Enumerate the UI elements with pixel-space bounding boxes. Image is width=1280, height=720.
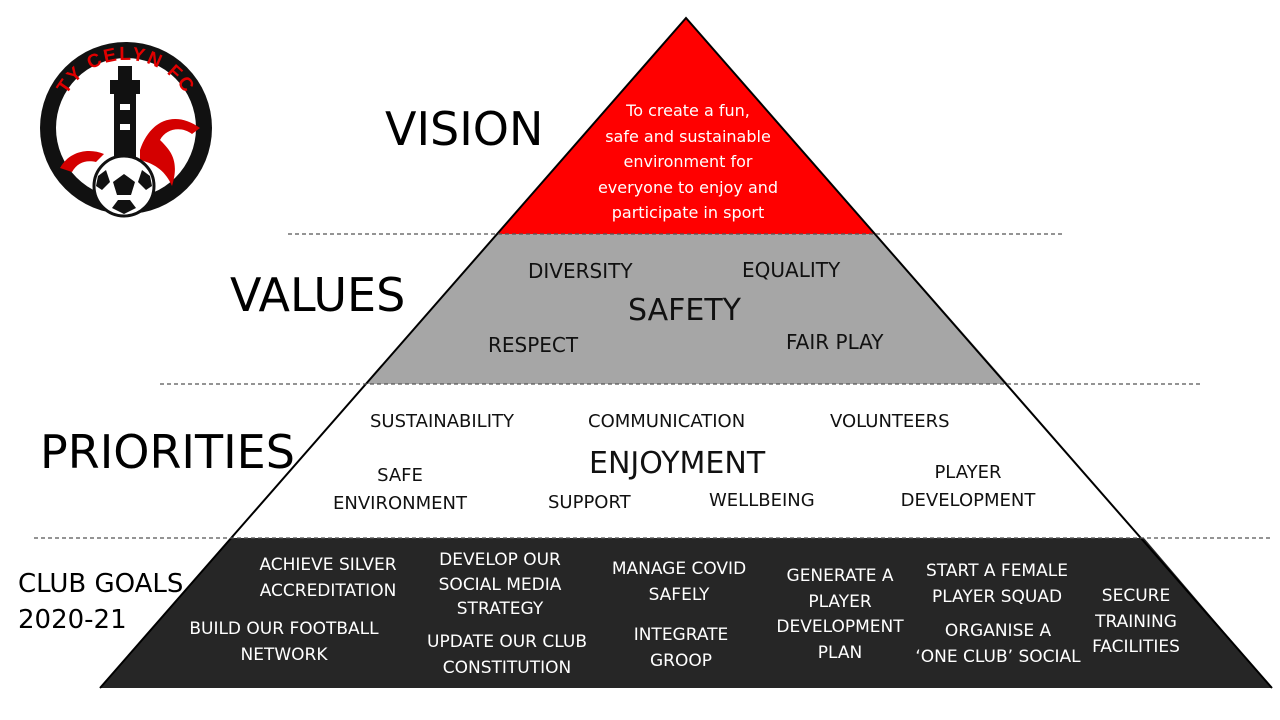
goal-line: STRATEGY — [456, 599, 544, 620]
club-goals-year: 2020-21 — [18, 605, 127, 636]
value-equality: EQUALITY — [742, 258, 841, 282]
goal-line: ‘ONE CLUB’ SOCIAL — [915, 646, 1081, 667]
goal-female-squad: START A FEMALE PLAYER SQUAD — [920, 559, 1074, 610]
goal-club-constitution: UPDATE OUR CLUB CONSTITUTION — [422, 630, 592, 681]
club-goals-label: CLUB GOALS 2020-21 — [18, 566, 183, 639]
goal-integrate-groop: INTEGRATE GROOP — [618, 623, 744, 674]
goal-line: DEVELOPMENT — [776, 617, 904, 637]
values-tier — [366, 234, 1008, 384]
vision-line: everyone to enjoy and — [597, 177, 779, 197]
goal-training-facilities: SECURE TRAINING FACILITIES — [1088, 584, 1184, 661]
safe-env-line: SAFE — [377, 465, 423, 486]
goal-line: PLAYER SQUAD — [931, 586, 1063, 607]
goal-line: START A FEMALE — [926, 561, 1068, 581]
goal-silver-accreditation: ACHIEVE SILVER ACCREDITATION — [254, 553, 402, 604]
value-respect: RESPECT — [488, 333, 579, 357]
goal-manage-covid: MANAGE COVID SAFELY — [604, 557, 754, 608]
goal-line: INTEGRATE — [633, 625, 729, 645]
goal-line: GENERATE A — [786, 566, 894, 586]
vision-line: To create a fun, — [626, 101, 750, 120]
priorities-tier — [232, 384, 1144, 538]
goal-line: PLAYER — [808, 591, 872, 612]
vision-label: VISION — [385, 102, 544, 156]
pyramid-outline — [99, 16, 1273, 689]
priority-sustainability: SUSTAINABILITY — [370, 411, 515, 432]
goal-line: ORGANISE A — [944, 621, 1052, 641]
goal-line: MANAGE COVID — [611, 559, 747, 579]
goal-social-media: DEVELOP OUR SOCIAL MEDIA STRATEGY — [424, 548, 576, 622]
value-diversity: DIVERSITY — [528, 259, 633, 283]
goal-line: GROOP — [650, 650, 712, 671]
vision-statement: To create a fun, safe and sustainable en… — [580, 98, 796, 226]
goal-line: ACCREDITATION — [259, 580, 397, 601]
goal-line: UPDATE OUR CLUB — [427, 632, 587, 652]
value-safety: SAFETY — [628, 293, 741, 328]
goal-line: NETWORK — [240, 644, 328, 665]
priority-support: SUPPORT — [548, 492, 631, 513]
club-goals-title: CLUB GOALS — [18, 569, 184, 599]
goal-player-development-plan: GENERATE A PLAYER DEVELOPMENT PLAN — [770, 564, 910, 666]
priority-volunteers: VOLUNTEERS — [830, 411, 950, 432]
safe-env-line: ENVIRONMENT — [333, 492, 467, 514]
value-fair-play: FAIR PLAY — [786, 330, 884, 354]
player-dev-line: DEVELOPMENT — [900, 489, 1036, 511]
goal-line: DEVELOP OUR — [439, 550, 561, 570]
goal-line: ACHIEVE SILVER — [259, 555, 397, 575]
goal-one-club-social: ORGANISE A ‘ONE CLUB’ SOCIAL — [912, 619, 1084, 670]
goal-line: FACILITIES — [1092, 637, 1180, 657]
player-dev-line: PLAYER — [934, 462, 1002, 483]
goals-tier — [100, 538, 1272, 688]
priority-wellbeing: WELLBEING — [709, 490, 815, 511]
vision-line: participate in sport — [611, 203, 765, 223]
priority-player-development: PLAYER DEVELOPMENT — [890, 459, 1046, 515]
goal-line: SECURE — [1101, 586, 1171, 606]
goal-line: TRAINING — [1095, 611, 1177, 632]
vision-tier — [498, 18, 876, 234]
goal-line: SAFELY — [648, 584, 710, 605]
goal-line: PLAN — [817, 642, 863, 663]
vision-line: safe and sustainable — [605, 126, 771, 146]
goal-football-network: BUILD OUR FOOTBALL NETWORK — [184, 617, 384, 668]
priority-enjoyment: ENJOYMENT — [589, 446, 766, 481]
club-logo: TY CELYN FC — [40, 42, 212, 218]
priority-safe-environment: SAFE ENVIRONMENT — [320, 462, 480, 518]
goal-line: BUILD OUR FOOTBALL — [189, 619, 379, 639]
goal-line: SOCIAL MEDIA — [438, 574, 562, 595]
values-label: VALUES — [230, 268, 406, 322]
priority-communication: COMMUNICATION — [588, 411, 746, 432]
goal-line: CONSTITUTION — [442, 657, 572, 678]
vision-line: environment for — [623, 152, 753, 172]
priorities-label: PRIORITIES — [40, 425, 295, 479]
